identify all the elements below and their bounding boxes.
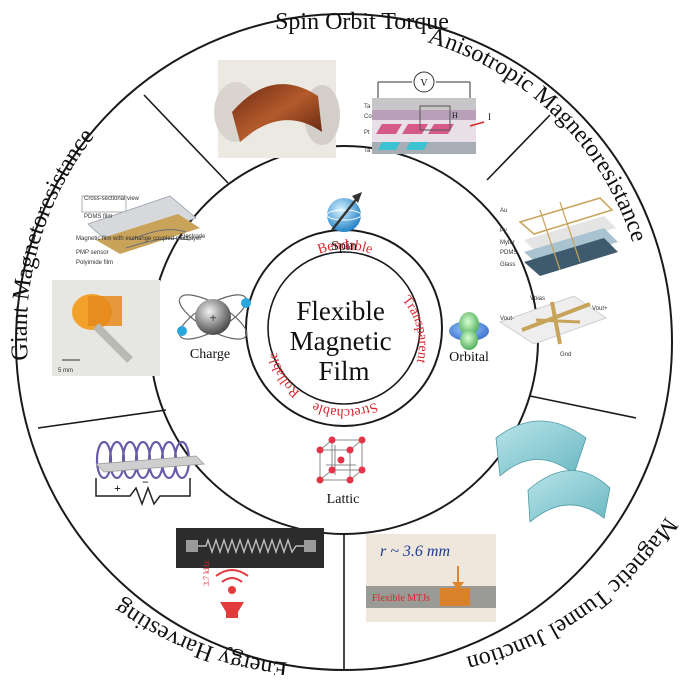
svg-text:Cross-sectional view: Cross-sectional view [84, 196, 140, 202]
svg-text:+: + [209, 310, 216, 325]
sector-label-energy-harvesting: Energy Harvesting [110, 594, 289, 675]
gmr-schematic: Cross-sectional view PDMS film Electrode… [76, 195, 206, 266]
node-label-lattic: Lattic [327, 492, 360, 507]
svg-text:PMP sensor: PMP sensor [76, 250, 109, 256]
divider-top-right [486, 114, 551, 181]
energy-coil: + − [95, 440, 205, 507]
svg-text:Ta: Ta [364, 148, 371, 154]
svg-text:Magnetic film with exchange co: Magnetic film with exchange coupled mult… [76, 236, 201, 242]
svg-text:−: − [142, 475, 149, 489]
svg-text:I: I [488, 112, 491, 122]
core-title: Flexible Magnetic Film [290, 296, 399, 386]
svg-text:Mylar: Mylar [500, 240, 515, 246]
energy-micrograph [176, 528, 324, 568]
svg-text:Vbias: Vbias [530, 296, 545, 302]
node-label-orbital: Orbital [449, 350, 489, 365]
svg-text:Co: Co [364, 114, 372, 120]
charge-icon: + [177, 294, 251, 340]
ring-label-bendable: Bendable [316, 238, 375, 258]
mtj-caption: Flexible MTJs [372, 593, 430, 604]
svg-text:Vout-: Vout- [500, 316, 514, 322]
svg-text:Ta: Ta [364, 104, 371, 110]
frequency-label: 3.7 kHz [202, 560, 211, 586]
amr-bridge-device: Vbias Vout+ Vout- Gnd [498, 295, 608, 358]
inner-ring-inner [267, 251, 421, 405]
svg-text:Glass: Glass [500, 262, 515, 268]
svg-text:Vout+: Vout+ [592, 306, 608, 312]
sector-label-top: Spin Orbit Torque [275, 9, 449, 35]
mtj-probe-photo: r ~ 3.6 mm Flexible MTJs [366, 534, 496, 622]
spin-icon [326, 192, 362, 232]
ring-label-transparent: Transparent [399, 293, 430, 365]
sot-film-photo [214, 60, 340, 158]
lattice-icon [316, 436, 366, 484]
svg-text:H: H [452, 111, 458, 120]
svg-text:Py: Py [500, 228, 507, 234]
gmr-sensor-photo: 5 mm [52, 280, 160, 376]
mtj-radius-label: r ~ 3.6 mm [380, 543, 450, 560]
node-label-spin: Spin [331, 239, 357, 254]
svg-text:PDMS: PDMS [500, 250, 517, 256]
sot-schematic: V I H Ta Co Pt Ta [364, 71, 491, 154]
svg-text:Au: Au [500, 208, 507, 214]
divider-top-left [143, 94, 229, 184]
speaker-icon [215, 569, 249, 618]
svg-text:Polyimide film: Polyimide film [76, 260, 113, 266]
divider-right [529, 395, 637, 419]
svg-text:V: V [420, 78, 428, 89]
ring-label-stretchable: Stretchable [310, 399, 379, 420]
node-label-charge: Charge [190, 347, 230, 362]
svg-text:Electrode: Electrode [180, 234, 206, 240]
svg-text:+: + [114, 481, 121, 495]
svg-text:Gnd: Gnd [560, 352, 571, 358]
orbital-icon [449, 312, 489, 350]
amr-layer-stack: Au Py Mylar PDMS Glass [500, 197, 618, 276]
sector-label-magnetic-tunnel-junction: Magnetic Tunnel Junction [464, 513, 682, 675]
divider-left [37, 409, 167, 429]
mtj-flexible-film [495, 420, 611, 523]
svg-text:5 mm: 5 mm [58, 368, 73, 374]
svg-text:Pt: Pt [364, 130, 370, 136]
svg-text:PDMS film: PDMS film [84, 214, 112, 220]
